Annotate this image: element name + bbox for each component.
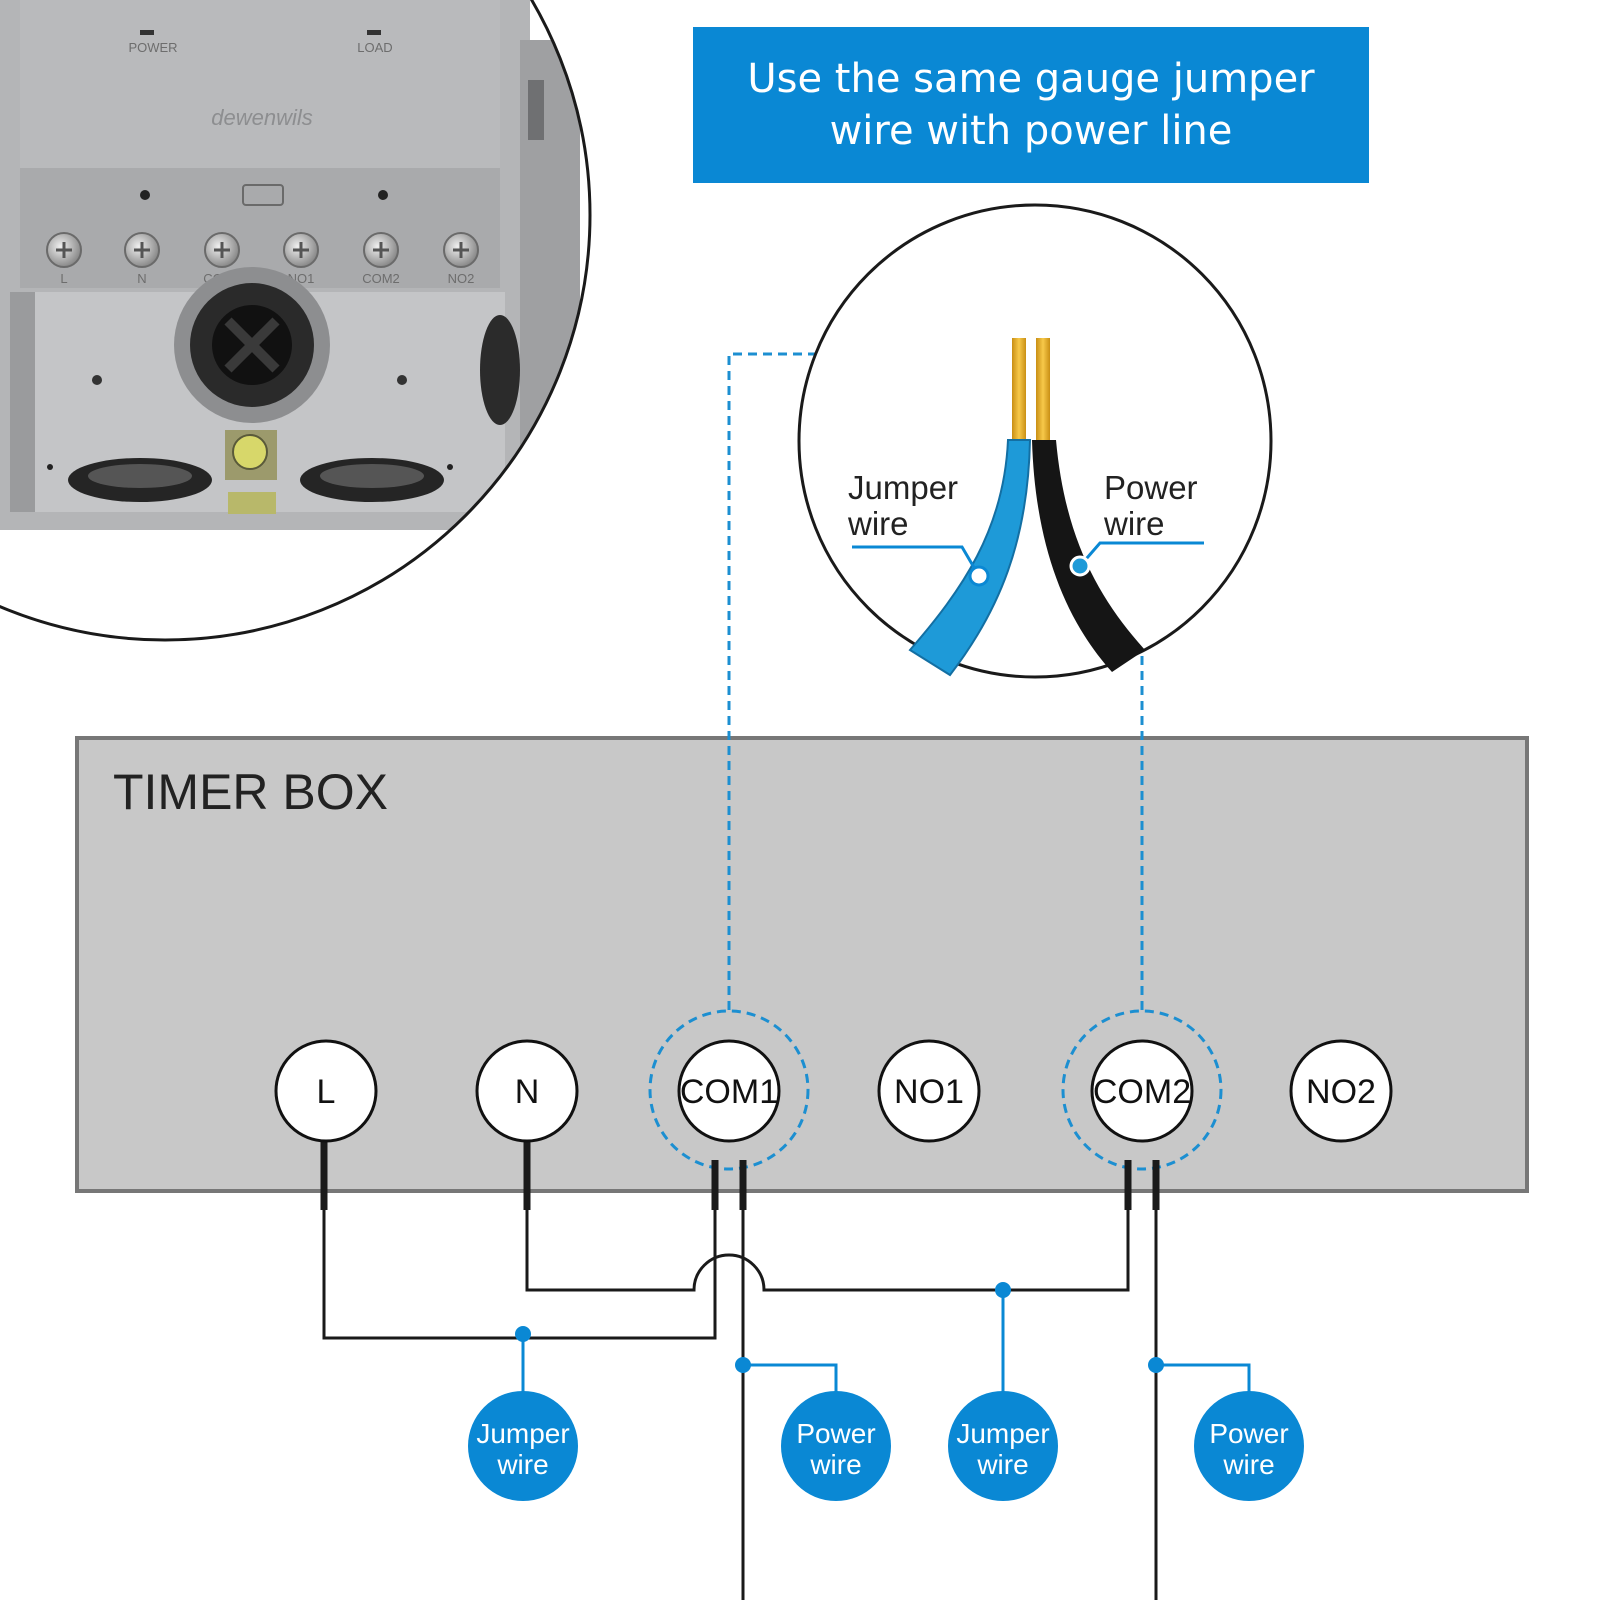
terminal-l: L — [274, 1039, 378, 1143]
terminal-com1-label: COM1 — [680, 1073, 778, 1111]
zoom-jumper-label-line1: Jumper — [848, 469, 958, 506]
wire-zoom-inset: Jumper wire Power wire — [797, 203, 1273, 679]
load-indicator-label: LOAD — [357, 40, 392, 55]
jumper-wire-insulation — [908, 439, 1032, 677]
zoom-power-label-line1: Power — [1104, 469, 1198, 506]
brand-logo: dewenwils — [211, 105, 313, 130]
photo-terminal-n: N — [137, 271, 146, 286]
terminal-screws — [46, 232, 479, 268]
banner-line-2: wire with power line — [829, 108, 1233, 154]
device-photo-inset: POWER LOAD dewenwils — [0, 0, 592, 642]
callout-power-1: Power wire — [781, 1391, 891, 1501]
timer-box-title: TIMER BOX — [113, 764, 388, 820]
callout-power-1-line2: wire — [809, 1449, 861, 1480]
photo-terminal-l: L — [60, 271, 67, 286]
callout-jumper-2-line2: wire — [976, 1449, 1028, 1480]
jumper-wire-marker — [968, 565, 990, 587]
callout-jumper-1-line1: Jumper — [476, 1418, 569, 1449]
photo-terminal-no2: NO2 — [448, 271, 475, 286]
jumper-conductor — [1012, 338, 1026, 446]
zoom-jumper-label-line2: wire — [847, 505, 909, 542]
terminal-no2: NO2 — [1289, 1039, 1393, 1143]
photo-terminal-com2: COM2 — [362, 271, 400, 286]
zoom-power-label-line2: wire — [1103, 505, 1165, 542]
terminal-com2-label: COM2 — [1093, 1073, 1191, 1111]
power-wire-marker — [1069, 555, 1091, 577]
callout-markers — [515, 1282, 1164, 1373]
instruction-banner: Use the same gauge jumper wire with powe… — [693, 27, 1369, 183]
callout-jumper-2: Jumper wire — [948, 1391, 1058, 1501]
callout-power-2: Power wire — [1194, 1391, 1304, 1501]
callout-power-2-line2: wire — [1222, 1449, 1274, 1480]
terminal-no1-label: NO1 — [894, 1073, 964, 1111]
terminals: L N COM1 NO1 COM2 NO2 — [274, 1039, 1393, 1143]
power-wire-insulation — [1032, 440, 1145, 672]
callout-jumper-1: Jumper wire — [468, 1391, 578, 1501]
callout-jumper-1-line2: wire — [496, 1449, 548, 1480]
terminal-n-label: N — [515, 1073, 540, 1111]
terminal-leads — [320, 1140, 1160, 1210]
terminal-no1: NO1 — [877, 1039, 981, 1143]
callout-leaders — [521, 1290, 1251, 1395]
terminal-l-label: L — [317, 1073, 336, 1111]
terminal-com2: COM2 — [1090, 1039, 1194, 1143]
terminal-no2-label: NO2 — [1306, 1073, 1376, 1111]
zoom-leader-lines — [648, 352, 1223, 1171]
power-indicator-label: POWER — [128, 40, 177, 55]
callout-power-1-line1: Power — [796, 1418, 875, 1449]
terminal-n: N — [475, 1039, 579, 1143]
banner-line-1: Use the same gauge jumper — [747, 56, 1315, 102]
power-conductor — [1036, 338, 1050, 446]
callout-jumper-2-line1: Jumper — [956, 1418, 1049, 1449]
terminal-com1: COM1 — [677, 1039, 781, 1143]
callout-power-2-line1: Power — [1209, 1418, 1288, 1449]
